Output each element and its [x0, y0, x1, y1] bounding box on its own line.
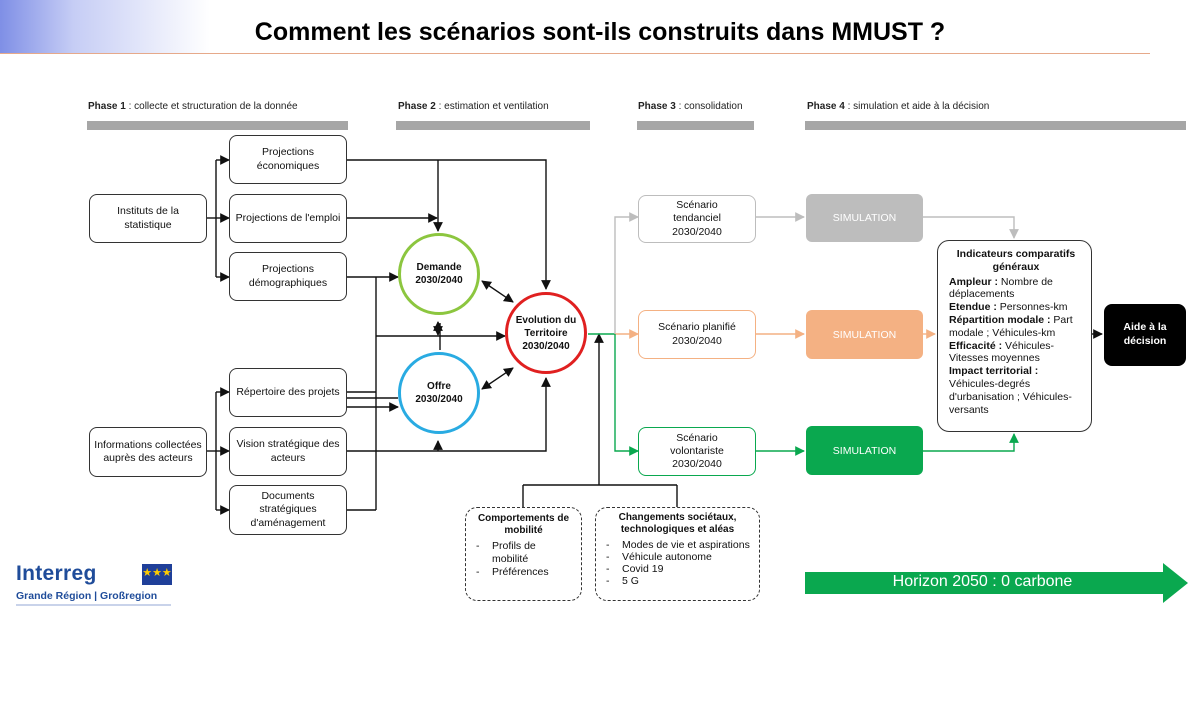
title-underline — [0, 53, 1150, 54]
repertoire-projets-label: Répertoire des projets — [236, 385, 340, 398]
indicateur-item: Impact territorial : Véhicules-degrés d'… — [949, 365, 1083, 416]
offre-label: Offre 2030/2040 — [415, 381, 463, 405]
simulation-volontariste-box: SIMULATION — [806, 426, 923, 475]
scenario-tendanciel-label: Scénario tendanciel 2030/2040 — [672, 199, 722, 238]
simulation-planifie-box: SIMULATION — [806, 310, 923, 359]
phase-2-bar — [396, 121, 590, 130]
list-item: Modes de vie et aspirations — [604, 539, 751, 551]
documents-strategiques-label: Documents stratégiques d'aménagement — [250, 490, 326, 529]
vision-strategique-box: Vision stratégique des acteurs — [229, 427, 347, 476]
scenario-planifie-box: Scénario planifié 2030/2040 — [638, 310, 756, 359]
informations-label: Informations collectées auprès des acteu… — [94, 438, 202, 464]
phase-1-bar — [87, 121, 348, 130]
scenario-planifie-label: Scénario planifié 2030/2040 — [658, 321, 736, 347]
scenario-tendanciel-box: Scénario tendanciel 2030/2040 — [638, 195, 756, 243]
phase-2-desc: : estimation et ventilation — [435, 101, 549, 112]
indicateur-name: Ampleur : — [949, 275, 999, 288]
phase-1-label: Phase 1 — [88, 101, 126, 112]
interreg-subtitle: Grande Région | Großregion — [16, 590, 158, 602]
indicateur-value: Part modale ; Véhicules-km — [949, 313, 1073, 339]
page-title: Comment les scénarios sont-ils construit… — [254, 18, 946, 46]
phase-1-header: Phase 1 : collecte et structuration de l… — [88, 101, 298, 112]
eu-stars: ★★★ — [142, 567, 172, 579]
aide-decision-label: Aide à la décision — [1123, 321, 1167, 347]
interreg-wordmark: Interreg — [16, 562, 97, 585]
projections-demographiques-label: Projections démographiques — [248, 263, 328, 289]
phase-3-desc: : consolidation — [675, 101, 743, 112]
horizon-label: Horizon 2050 : 0 carbone — [892, 573, 1073, 590]
horizon-arrow — [805, 563, 1188, 603]
indicateur-value: Nombre de déplacements — [949, 275, 1053, 301]
documents-strategiques-box: Documents stratégiques d'aménagement — [229, 485, 347, 535]
list-item: 5 G — [604, 575, 751, 587]
scenario-volontariste-box: Scénario volontariste 2030/2040 — [638, 427, 756, 476]
projections-emploi-label: Projections de l'emploi — [235, 211, 341, 224]
vision-strategique-label: Vision stratégique des acteurs — [236, 438, 340, 464]
instituts-box: Instituts de la statistique — [89, 194, 207, 243]
phase-4-bar — [805, 121, 1186, 130]
indicateur-item: Répartition modale : Part modale ; Véhic… — [949, 314, 1083, 340]
simulation-tendanciel-label: SIMULATION — [832, 212, 897, 224]
list-item: Profils de mobilité — [474, 540, 573, 566]
indicateur-item: Efficacité : Véhicules-Vitesses moyennes — [949, 340, 1083, 366]
phase-3-label: Phase 3 — [638, 101, 676, 112]
simulation-planifie-label: SIMULATION — [832, 328, 897, 341]
indicateur-name: Impact territorial : — [949, 365, 1039, 378]
indicateur-name: Répartition modale : — [949, 313, 1051, 326]
simulation-tendanciel-box: SIMULATION — [806, 194, 923, 242]
list-item: Véhicule autonome — [604, 551, 751, 563]
informations-box: Informations collectées auprès des acteu… — [89, 427, 207, 477]
repertoire-projets-box: Répertoire des projets — [229, 368, 347, 417]
indicateurs-box: Indicateurs comparatifs généraux Ampleur… — [937, 240, 1092, 432]
comportements-box: Comportements de mobilité Profils de mob… — [465, 507, 582, 601]
comportements-title: Comportements de mobilité — [477, 513, 570, 536]
demande-label: Demande 2030/2040 — [415, 262, 463, 286]
projections-economiques-label: Projections économiques — [256, 146, 320, 172]
interreg-logo: Interreg ★★★ Grande Région | Großregion — [16, 562, 176, 608]
phase-1-desc: : collecte et structuration de la donnée — [125, 101, 298, 112]
phase-4-label: Phase 4 — [807, 101, 845, 112]
phase-2-header: Phase 2 : estimation et ventilation — [398, 101, 549, 112]
phase-3-header: Phase 3 : consolidation — [638, 101, 743, 112]
projections-economiques-box: Projections économiques — [229, 135, 347, 184]
list-item: Covid 19 — [604, 563, 751, 575]
changements-title: Changements sociétaux, technologiques et… — [618, 512, 737, 535]
changements-box: Changements sociétaux, technologiques et… — [595, 507, 760, 601]
phase-3-bar — [637, 121, 754, 130]
indicateur-item: Etendue : Personnes-km — [949, 301, 1083, 314]
projections-demographiques-box: Projections démographiques — [229, 252, 347, 301]
comportements-list: Profils de mobilité Préférences — [474, 540, 573, 580]
evolution-circle: Evolution du Territoire 2030/2040 — [505, 292, 587, 374]
indicateur-value: Véhicules-degrés d'urbanisation ; Véhicu… — [949, 377, 1072, 416]
instituts-label: Instituts de la statistique — [117, 205, 179, 231]
indicateur-item: Ampleur : Nombre de déplacements — [949, 276, 1083, 302]
phase-2-label: Phase 2 — [398, 101, 436, 112]
scenario-volontariste-label: Scénario volontariste 2030/2040 — [670, 431, 724, 471]
phase-4-header: Phase 4 : simulation et aide à la décisi… — [807, 101, 989, 112]
aide-decision-box: Aide à la décision — [1104, 304, 1186, 366]
changements-list: Modes de vie et aspirations Véhicule aut… — [604, 539, 751, 587]
list-item: Préférences — [474, 566, 573, 579]
logo-underline — [16, 604, 171, 606]
demande-circle: Demande 2030/2040 — [398, 233, 480, 315]
simulation-volontariste-label: SIMULATION — [832, 444, 897, 457]
title-corner-gradient — [0, 0, 210, 54]
indicateur-name: Etendue : — [949, 301, 997, 314]
indicateurs-title: Indicateurs comparatifs généraux — [956, 248, 1076, 273]
indicateur-value: Personnes-km — [996, 301, 1068, 314]
indicateur-value: Véhicules-Vitesses moyennes — [949, 339, 1055, 365]
phase-4-desc: : simulation et aide à la décision — [844, 101, 990, 112]
eu-flag-icon: ★★★ — [142, 564, 172, 585]
indicateur-name: Efficacité : — [949, 339, 1003, 352]
projections-emploi-box: Projections de l'emploi — [229, 194, 347, 243]
offre-circle: Offre 2030/2040 — [398, 352, 480, 434]
evolution-label: Evolution du Territoire 2030/2040 — [515, 314, 577, 352]
